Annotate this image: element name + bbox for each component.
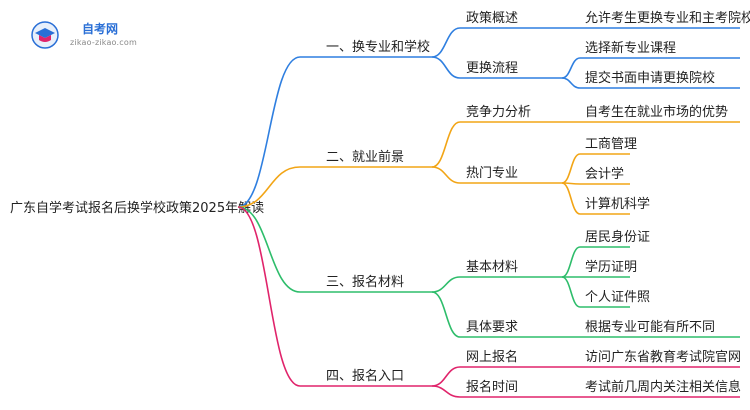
sub-connector [431,276,461,293]
sub-node-label: 热门专业 [466,166,518,181]
leaf-node-label: 个人证件照 [585,290,650,305]
leaf-connector [561,57,581,79]
leaf-node-label: 计算机科学 [585,196,650,212]
leaf-node-label: 访问广东省教育考试院官网 [585,349,741,365]
graduation-cap-icon [31,21,59,49]
branch-label: 一、换专业和学校 [326,39,430,55]
leaf-node-label: 会计学 [585,166,624,182]
leaf-connector [561,77,581,89]
sub-node-label: 竞争力分析 [466,104,531,120]
leaf-node-label: 提交书面申请更换院校 [585,70,715,86]
sub-connector [431,56,461,79]
logo-subtitle: zikao-zikao.com [70,38,137,47]
leaf-connector [561,153,581,184]
sub-connector [431,166,461,184]
branch-label: 三、报名材料 [326,274,404,290]
leaf-connector [561,182,581,215]
sub-node-label: 具体要求 [466,320,518,335]
leaf-node-label: 考试前几周内关注相关信息 [585,379,741,395]
leaf-node-label: 允许考生更换专业和主考院校 [585,10,750,26]
sub-connector [431,27,461,58]
leaf-node-label: 居民身份证 [585,229,650,245]
leaf-node-label: 工商管理 [585,137,637,152]
root-node-label: 广东自学考试报名后换学校政策2025年解读 [10,200,264,216]
sub-connector [431,385,461,398]
sub-connector [431,366,461,387]
sub-node-label: 报名时间 [466,379,518,395]
sub-node-label: 更换流程 [466,61,518,76]
sub-node-label: 基本材料 [466,260,518,275]
branch-connector [237,206,301,293]
logo-title: 自考网 [82,22,119,36]
sub-node-label: 政策概述 [466,10,518,26]
branch-label: 二、就业前景 [326,149,404,165]
leaf-node-label: 根据专业可能有所不同 [585,320,715,335]
leaf-node-label: 学历证明 [585,259,637,275]
site-logo[interactable]: 自考网 zikao-zikao.com [30,18,150,54]
branch-connector [237,56,301,208]
branch-connector [237,166,301,208]
leaf-node-label: 选择新专业课程 [585,40,676,56]
sub-connector [431,121,461,168]
leaf-node-label: 自考生在就业市场的优势 [585,104,728,120]
sub-connector [431,291,461,338]
leaf-connector [561,276,581,308]
sub-node-label: 网上报名 [466,349,518,365]
branch-connector [237,206,301,387]
branch-label: 四、报名入口 [326,368,404,384]
leaf-connector [561,246,581,278]
